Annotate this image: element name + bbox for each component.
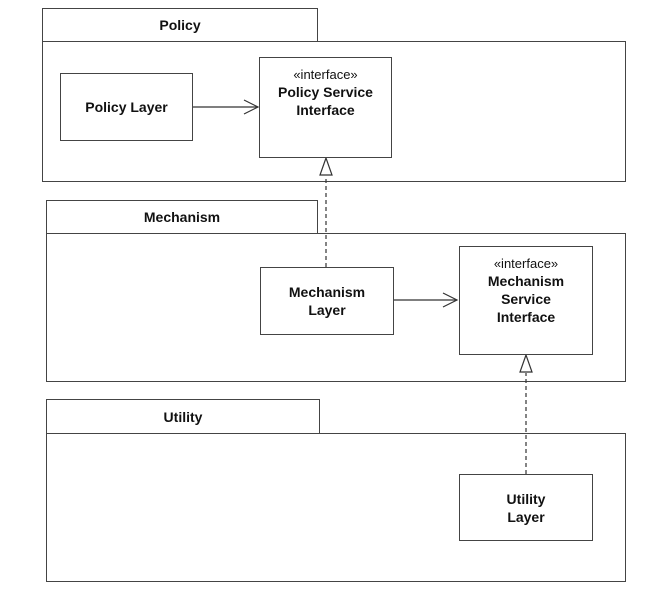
policy-layer-name: Policy Layer: [85, 99, 168, 115]
policy-service-interface-class: «interface» Policy Service Interface: [259, 57, 392, 158]
policy-service-interface-stereotype: «interface»: [293, 67, 358, 82]
dependency-arrow-policy: [193, 99, 260, 115]
mechanism-layer-name: Mechanism Layer: [288, 284, 366, 318]
realization-arrow-mechanism-to-policy-interface: [319, 156, 333, 267]
mechanism-package-label: Mechanism: [143, 209, 221, 225]
utility-layer-class: Utility Layer: [459, 474, 593, 541]
policy-package-body: [42, 41, 626, 182]
utility-package-body: [46, 433, 626, 582]
policy-layer-class: Policy Layer: [60, 73, 193, 141]
mechanism-package-body: [46, 233, 626, 382]
dependency-arrow-mechanism: [394, 292, 459, 308]
mechanism-layer-class: Mechanism Layer: [260, 267, 394, 335]
policy-package-label: Policy: [159, 17, 201, 33]
policy-package-tab: Policy: [42, 8, 318, 41]
policy-service-interface-name: Policy Service Interface: [278, 84, 373, 118]
utility-package-tab: Utility: [46, 399, 320, 433]
mechanism-service-interface-class: «interface» Mechanism Service Interface: [459, 246, 593, 355]
utility-layer-name: Utility Layer: [506, 490, 546, 525]
realization-arrow-utility-to-mechanism-interface: [519, 353, 533, 474]
utility-package-label: Utility: [163, 408, 203, 425]
mechanism-service-interface-stereotype: «interface»: [493, 256, 559, 271]
mechanism-package-tab: Mechanism: [46, 200, 318, 233]
mechanism-service-interface-name: Mechanism Service Interface: [487, 273, 565, 325]
